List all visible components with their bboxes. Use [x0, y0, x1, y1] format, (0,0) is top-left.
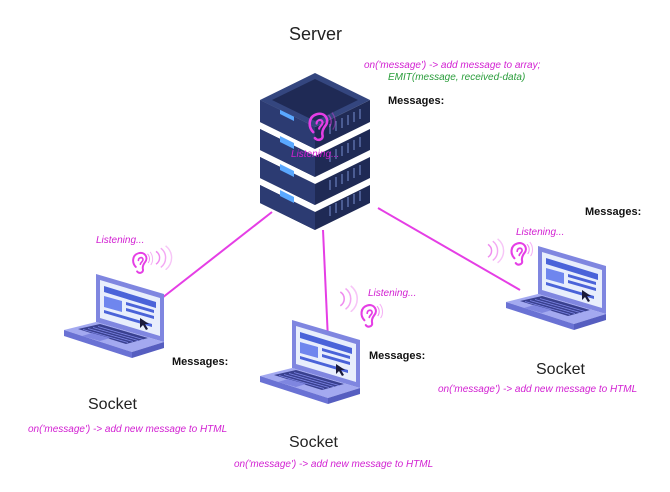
link-server-right — [377, 207, 521, 291]
left-listening-label: Listening... — [96, 235, 145, 246]
right-messages-label: Messages: — [585, 206, 642, 218]
ear-right-icon — [510, 241, 534, 266]
right-socket-handler: on('message') -> add new message to HTML — [438, 384, 638, 395]
link-server-center — [322, 229, 329, 341]
server-rack-icon — [260, 73, 370, 230]
right-listening-label: Listening... — [516, 227, 565, 238]
laptop-left-icon — [63, 273, 165, 359]
center-listening-label: Listening... — [368, 288, 417, 299]
center-socket-title: Socket — [289, 434, 338, 451]
waves-center-icon — [339, 285, 359, 312]
server-listening-label: Listening... — [291, 149, 340, 160]
connection-lines — [161, 207, 521, 341]
server-handler-line1: on('message') -> add message to array; — [364, 60, 541, 71]
laptop-center-icon — [259, 319, 361, 405]
right-socket-title: Socket — [536, 361, 585, 378]
server-handler-line2: EMIT(message, received-data) — [388, 72, 526, 83]
left-socket-handler: on('message') -> add new message to HTML — [28, 424, 228, 435]
center-messages-label: Messages: — [369, 350, 426, 362]
ear-center-icon — [360, 303, 384, 328]
ear-left-icon — [132, 250, 154, 274]
server-title: Server — [289, 24, 343, 44]
left-socket-title: Socket — [88, 396, 137, 413]
waves-right-icon — [487, 237, 505, 264]
waves-left-icon — [155, 245, 173, 270]
link-server-left — [161, 211, 273, 299]
left-messages-label: Messages: — [172, 356, 229, 368]
center-socket-handler: on('message') -> add new message to HTML — [234, 459, 434, 470]
server-messages-label: Messages: — [388, 95, 445, 107]
